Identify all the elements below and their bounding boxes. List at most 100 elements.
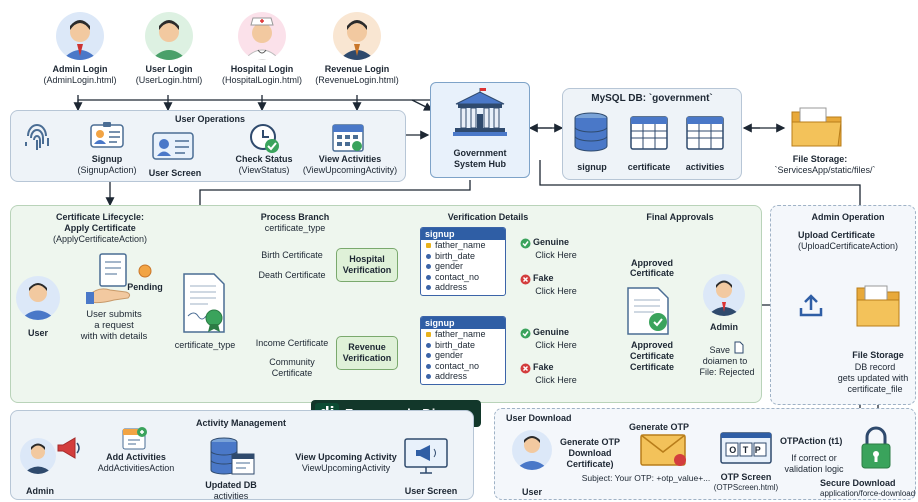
final-admin-label: Admin — [710, 322, 738, 332]
db-title: MySQL DB: `government` — [591, 93, 713, 104]
view-upcoming-label[interactable]: View Upcoming Activity — [295, 452, 397, 462]
generate-otp-line1[interactable]: Generate OTP — [559, 437, 621, 447]
field-address: address — [421, 282, 505, 293]
storage-title: File Storage: — [792, 154, 848, 164]
field-address: address — [421, 371, 505, 382]
fake-label: Fake — [533, 273, 554, 283]
login-revenue[interactable]: Revenue Login (RevenueLogin.html) — [315, 12, 399, 94]
fingerprint-icon — [22, 120, 52, 159]
user-avatar-icon — [512, 430, 552, 470]
government-building-icon — [452, 88, 508, 143]
branch-title: Process Branch — [260, 212, 330, 222]
nurse-avatar-icon — [238, 12, 286, 60]
revenue-line2: Verification — [342, 353, 392, 363]
admin-avatar-icon — [20, 438, 56, 474]
activity-user-screen-label: User Screen — [404, 486, 458, 496]
secure-download-path: application/force-download — [820, 489, 916, 498]
login-hospital[interactable]: Hospital Login (HospitalLogin.html) — [222, 12, 302, 94]
admin-avatar-icon — [56, 12, 104, 60]
padlock-icon — [858, 424, 894, 479]
view-activities-label[interactable]: View Activities — [318, 154, 382, 164]
updated-db-icon — [208, 436, 256, 483]
activity-management-panel — [10, 410, 474, 500]
fake-click[interactable]: Click Here — [535, 286, 577, 296]
field-birth-date: birth_date — [421, 251, 505, 262]
add-activities-label[interactable]: Add Activities — [106, 452, 166, 462]
clock-check-icon — [248, 122, 280, 159]
correct-line2: validation logic — [784, 464, 844, 474]
final-approvals-title: Final Approvals — [646, 212, 714, 222]
approved-line5: Certificate — [629, 362, 674, 372]
lifecycle-action: (ApplyCertificateAction) — [52, 234, 148, 244]
table-grid-icon — [686, 116, 724, 155]
verification-title: Verification Details — [447, 212, 529, 222]
otp-action-label: OTPAction (t1) — [780, 436, 843, 446]
db-table-certificate: certificate — [627, 162, 671, 172]
community-label-1: Community — [269, 357, 315, 367]
user-operations-title: User Operations — [174, 114, 246, 124]
generate-otp-line3: Certificate) — [566, 459, 614, 469]
field-contact-no: contact_no — [421, 361, 505, 372]
login-file: (AdminLogin.html) — [43, 75, 117, 85]
pending-coin-icon — [138, 264, 152, 283]
income-certificate-label: Income Certificate — [255, 338, 329, 348]
user-screen-label[interactable]: User Screen — [148, 168, 202, 178]
activities-calendar-icon — [332, 122, 364, 157]
genuine-label: Genuine — [533, 327, 570, 337]
generate-otp-line2: Download — [568, 448, 612, 458]
folder-icon — [790, 104, 844, 153]
check-status-label[interactable]: Check Status — [235, 154, 293, 164]
correct-line1: If correct or — [791, 453, 837, 463]
table-header: signup — [421, 228, 505, 240]
user-download-panel — [494, 408, 916, 500]
updated-db-table: activities — [213, 491, 249, 501]
x-circle-icon — [520, 361, 531, 379]
signup-action: (SignupAction) — [77, 165, 137, 175]
login-title: User Login — [145, 64, 193, 74]
admin-op-title: Admin Operation — [811, 212, 885, 222]
signup-table-hospital: signup father_name birth_date gender con… — [420, 227, 506, 296]
fake-click[interactable]: Click Here — [535, 375, 577, 385]
admin-avatar-icon — [703, 274, 745, 316]
db-record-line3: certificate_file — [847, 384, 903, 394]
secure-download-label[interactable]: Secure Download — [820, 478, 896, 488]
save-line3: File: Rejected — [699, 367, 755, 377]
db-record-line2: gets updated with — [837, 373, 909, 383]
genuine-click[interactable]: Click Here — [535, 340, 577, 350]
login-title: Hospital Login — [230, 64, 294, 74]
updated-db-label: Updated DB — [205, 480, 257, 490]
table-header: signup — [421, 317, 505, 329]
upload-title[interactable]: Upload Certificate — [798, 230, 876, 240]
field-birth-date: birth_date — [421, 340, 505, 351]
upload-arrow-icon — [797, 292, 825, 323]
table-grid-icon — [630, 116, 668, 155]
community-label-2: Certificate — [271, 368, 313, 378]
login-title: Revenue Login — [324, 64, 390, 74]
login-admin[interactable]: Admin Login (AdminLogin.html) — [43, 12, 117, 94]
admin-file-storage-label: File Storage — [852, 350, 904, 360]
otp-subject: Subject: Your OTP: +otp_value+... — [581, 473, 711, 483]
storage-path: `ServicesApp/static/files/` — [774, 165, 876, 175]
screen-megaphone-icon — [404, 438, 448, 479]
approved-line3: Approved — [630, 340, 673, 350]
lifecycle-user-label: User — [27, 328, 48, 338]
lifecycle-subtitle: Apply Certificate — [64, 223, 136, 233]
hub-line2: System Hub — [453, 159, 506, 169]
user-avatar-icon — [16, 276, 60, 320]
submits-line2: a request — [94, 320, 134, 331]
approved-line1: Approved — [630, 258, 673, 268]
signup-table-revenue: signup father_name birth_date gender con… — [420, 316, 506, 385]
submits-line3: with with details — [80, 331, 148, 342]
signup-label[interactable]: Signup — [91, 154, 123, 164]
login-file: (RevenueLogin.html) — [315, 75, 399, 85]
login-file: (UserLogin.html) — [135, 75, 203, 85]
field-father-name: father_name — [421, 329, 505, 340]
revenue-line1: Revenue — [348, 342, 386, 352]
hand-document-icon — [86, 252, 146, 311]
otp-screen-label: OTP Screen — [720, 472, 772, 482]
field-contact-no: contact_no — [421, 272, 505, 283]
login-user[interactable]: User Login (UserLogin.html) — [136, 12, 205, 94]
genuine-click[interactable]: Click Here — [535, 250, 577, 260]
